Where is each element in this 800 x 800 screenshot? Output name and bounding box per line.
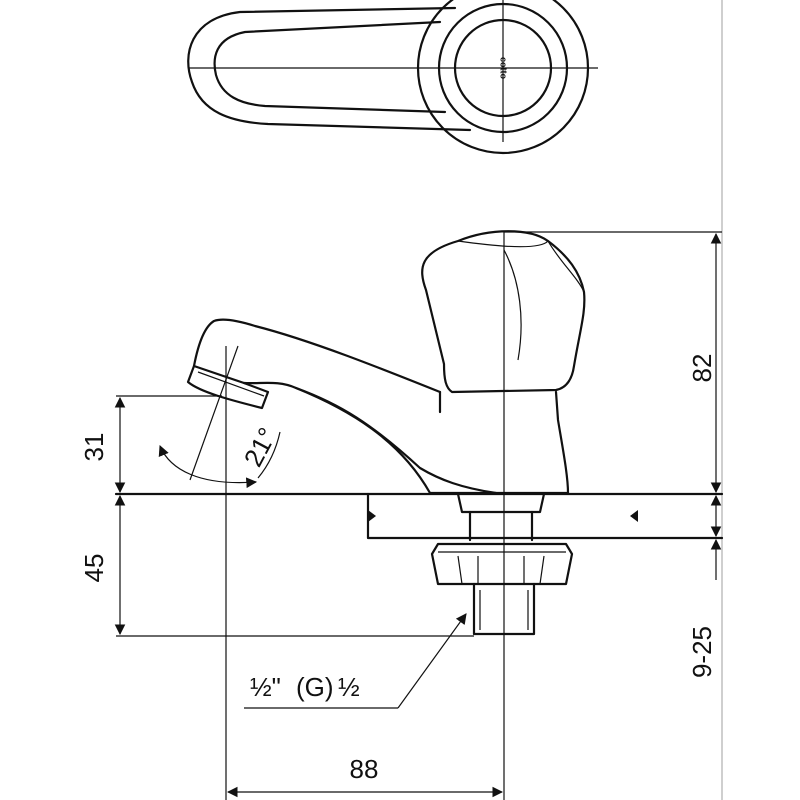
- dim-label-9-25: 9-25: [687, 626, 717, 678]
- counter-marker-right: [630, 510, 638, 522]
- dim-label-31: 31: [79, 433, 109, 462]
- shank-flange: [456, 492, 546, 514]
- knob-top-edge: [457, 240, 549, 248]
- thread-callout-leader: [397, 613, 467, 709]
- spout-underside: [294, 386, 498, 495]
- angle-arc: [158, 445, 258, 489]
- counter-slab: [366, 492, 724, 540]
- handle-outer-circle: [416, 0, 590, 155]
- spout-outline: [192, 318, 442, 495]
- shank-sides: [468, 510, 534, 542]
- aerator-ring: [197, 371, 265, 397]
- counter-marker-left: [368, 510, 376, 522]
- dim-label-82: 82: [687, 354, 717, 383]
- thread-lines: [479, 590, 529, 630]
- hex-nut-faces: [457, 555, 545, 585]
- dim-label-88: 88: [350, 754, 379, 784]
- thread-callout-part-c: ½: [338, 672, 360, 702]
- thread-callout-part-a: ½": [250, 672, 281, 702]
- extension-lines: [116, 231, 722, 800]
- knob-facet: [503, 249, 522, 361]
- dim-label-45: 45: [79, 554, 109, 583]
- handle-knob: [421, 230, 586, 394]
- thread-callout-part-b: (G): [296, 672, 334, 702]
- brand-mark: cotto: [499, 57, 509, 79]
- top-view: cotto: [187, 0, 598, 155]
- lever-handle-inner: [213, 20, 447, 114]
- aerator-nozzle: [186, 364, 270, 410]
- lever-handle-outline: [187, 6, 472, 132]
- dim-label-angle: 21°: [238, 423, 283, 472]
- hex-nut: [430, 542, 574, 586]
- handle-cap-circle: [453, 18, 553, 118]
- handle-mid-circle: [437, 2, 569, 134]
- side-view: [114, 230, 724, 636]
- angle-arc-right: [257, 431, 281, 479]
- dimensions: 82 9-25 31 45 88 21° ½" (G) ½: [79, 232, 722, 798]
- valve-body-sides: [438, 390, 570, 495]
- knob-facet-right: [547, 240, 585, 293]
